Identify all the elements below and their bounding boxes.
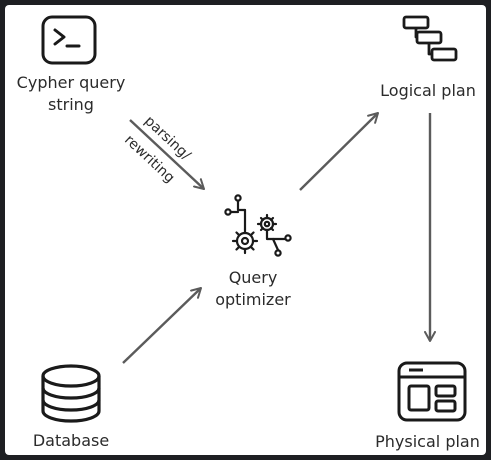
hierarchy-icon (402, 15, 458, 62)
terminal-icon (41, 15, 97, 65)
node-label-optimizer: Query optimizer (204, 267, 302, 311)
node-label-logical: Logical plan (372, 80, 484, 102)
layout-window-icon (397, 361, 467, 422)
node-label-logical-text: Logical plan (380, 81, 476, 100)
arrow-database-to-optimizer (122, 287, 202, 364)
arrow-optimizer-to-logical (299, 112, 379, 191)
node-label-cypher-line2: string (48, 95, 94, 114)
node-label-database-text: Database (32, 431, 110, 450)
diagram-graphics (41, 15, 467, 423)
diagram-canvas: Cypher query string Logical plan Query o… (5, 5, 486, 455)
node-label-database: Database (18, 430, 124, 452)
gears-network-icon (224, 194, 292, 257)
node-label-cypher: Cypher query string (7, 72, 135, 116)
arrow-cypher-to-optimizer (129, 119, 205, 190)
database-icon (41, 364, 101, 423)
node-label-cypher-line1: Cypher query (16, 73, 126, 92)
node-label-optimizer-line1: Query (228, 268, 278, 287)
node-label-physical-text: Physical plan (375, 432, 480, 451)
node-label-optimizer-line2: optimizer (215, 290, 291, 309)
node-label-physical: Physical plan (371, 431, 484, 453)
